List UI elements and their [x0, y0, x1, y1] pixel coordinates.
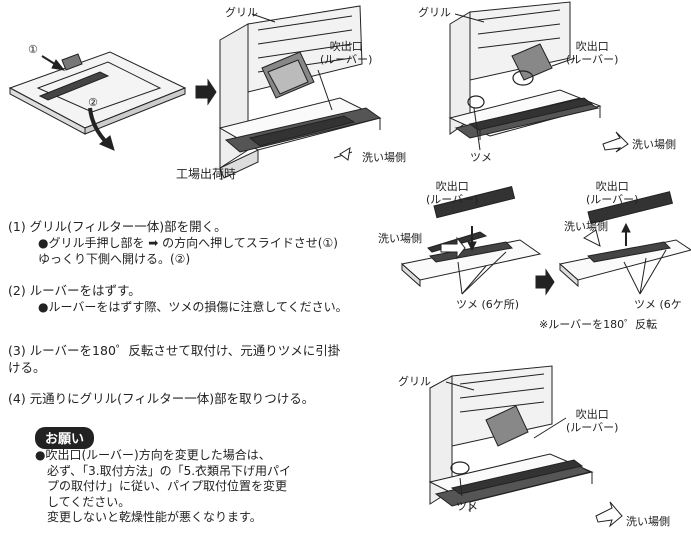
label-rotate-note: ※ルーバーを180゜反転	[539, 318, 658, 331]
label-step-circle-1: ①	[28, 43, 38, 56]
label-wash-side-3: 洗い場側	[378, 232, 422, 245]
step-4: (4) 元通りにグリル(フィルター一体)部を取りつける。	[8, 390, 348, 407]
label-factory-default: 工場出荷時	[176, 167, 237, 181]
step-2-detail: ●ルーバーをはずす際、ツメの損傷に注意してください。	[38, 300, 348, 314]
notice-text: ●吹出口(ルーバー)方向を変更した場合は、 必ず、「3.取付方法」の「5.衣類吊…	[35, 448, 335, 526]
notice-line: 変更しないと乾燥性能が悪くなります。	[47, 510, 262, 524]
step-1-detail: ●グリル手押し部を ➡ の方向へ押してスライドさせ(①) ゆっくり下側へ開ける。…	[38, 236, 338, 266]
step-2: (2) ルーバーをはずす。 ●ルーバーをはずす際、ツメの損傷に注意してください。	[8, 282, 348, 315]
label-outlet-4: 吹出口 (ルーバー)	[586, 180, 639, 206]
label-grille-3: グリル	[398, 375, 431, 388]
louver-install-figure	[558, 191, 691, 295]
label-wash-side-1: 洗い場側	[362, 151, 406, 164]
notice-line: ●吹出口(ルーバー)方向を変更した場合は、	[35, 448, 271, 462]
opened-unit-figure-right-bottom	[428, 365, 594, 512]
step-1: (1) グリル(フィルター一体)部を開く。 ●グリル手押し部を ➡ の方向へ押し…	[8, 218, 348, 267]
notice-line: 必ず、「3.取付方法」の「5.衣類吊下げ用パイ	[47, 463, 292, 478]
label-outlet-2: 吹出口 (ルーバー)	[566, 40, 619, 66]
label-outlet-1: 吹出口 (ルーバー)	[320, 40, 373, 66]
closed-unit-figure	[8, 51, 187, 135]
notice-line: してください。	[47, 494, 131, 509]
step-3: (3) ルーバーを180゜反転させて取付け、元通りツメに引掛ける。	[8, 342, 348, 376]
label-tab-2: ツメ	[456, 500, 478, 513]
label-outlet-5: 吹出口 (ルーバー)	[566, 408, 619, 434]
step-2-title: (2) ルーバーをはずす。	[8, 283, 141, 298]
step-4-title: (4) 元通りにグリル(フィルター一体)部を取りつける。	[8, 391, 315, 406]
label-outlet-3: 吹出口 (ルーバー)	[426, 180, 479, 206]
opened-unit-figure-right-top	[448, 1, 602, 140]
label-grille-2: グリル	[418, 6, 451, 19]
label-step-circle-2: ②	[88, 96, 98, 109]
label-wash-side-2: 洗い場側	[632, 138, 676, 151]
notice-line: プの取付け」に従い、パイプ取付位置を変更	[47, 479, 288, 493]
notice-badge: お願い	[35, 427, 95, 449]
step-1-title: (1) グリル(フィルター一体)部を開く。	[8, 219, 227, 234]
step-3-title: (3) ルーバーを180゜反転させて取付け、元通りツメに引掛ける。	[8, 343, 341, 375]
label-tabs-six-a: ツメ (6ケ所)	[456, 298, 520, 311]
label-tabs-six-b: ツメ (6ケ	[634, 298, 682, 311]
label-tab-1: ツメ	[470, 151, 492, 164]
label-wash-side-4: 洗い場側	[564, 220, 608, 233]
label-grille-1: グリル	[225, 6, 258, 19]
opened-unit-figure-factory	[218, 5, 382, 181]
label-wash-side-5: 洗い場側	[626, 515, 670, 528]
